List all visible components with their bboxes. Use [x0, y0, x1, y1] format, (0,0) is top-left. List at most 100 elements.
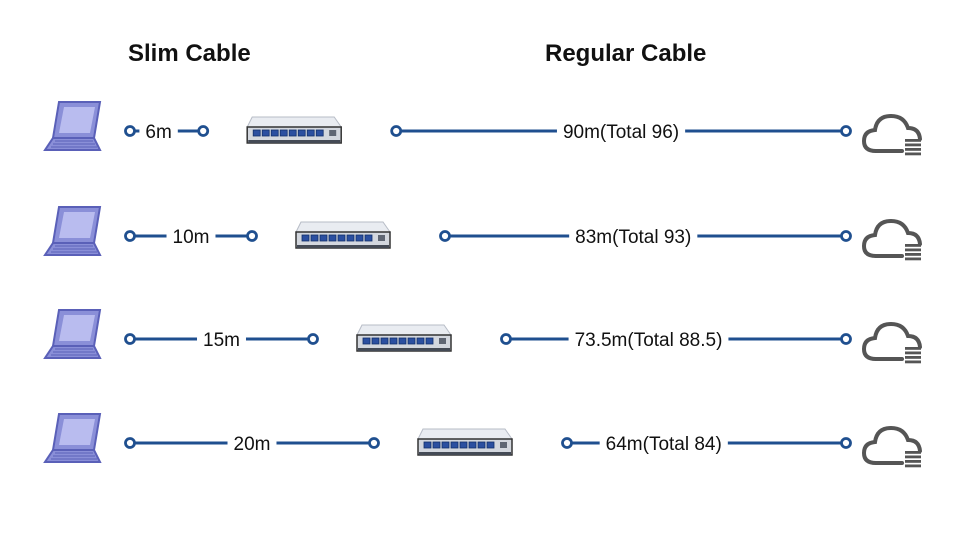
slim-cable-heading: Slim Cable: [128, 40, 251, 67]
switch-port: [416, 337, 425, 345]
network-switch-icon: [417, 428, 513, 456]
switch-base: [419, 452, 511, 455]
switch-port: [389, 337, 398, 345]
server-bar: [905, 148, 921, 151]
switch-port: [380, 337, 389, 345]
regular-cable-connector-end: [840, 125, 852, 137]
slim-cable-connector-end: [307, 333, 319, 345]
switch-top: [417, 428, 513, 440]
cloud-outline: [861, 321, 922, 361]
switch-top: [356, 324, 452, 336]
switch-uplink-port: [439, 338, 446, 344]
switch-port: [301, 234, 310, 242]
server-bar: [905, 248, 921, 252]
cloud-outline: [861, 113, 922, 153]
server-bar: [905, 451, 921, 454]
laptop-icon: [43, 413, 102, 463]
switch-port: [425, 337, 434, 345]
switch-port: [423, 441, 432, 449]
server-bar: [905, 351, 921, 355]
network-switch-icon: [356, 324, 452, 352]
slim-cable-connector-end: [246, 230, 258, 242]
laptop-icon: [43, 206, 102, 256]
switch-port: [441, 441, 450, 449]
switch-port: [270, 129, 279, 137]
regular-cable-label: 83m(Total 93): [575, 227, 691, 248]
server-bar: [905, 360, 921, 364]
cloud-server-icon: [861, 113, 922, 156]
switch-port: [279, 129, 288, 137]
laptop-icon: [43, 309, 102, 359]
slim-cable-connector-start: [124, 333, 136, 345]
server-bar: [905, 143, 921, 147]
server-bar: [905, 356, 921, 359]
cloud-outline: [861, 425, 922, 465]
server-bar: [905, 139, 921, 142]
regular-cable-connector-end: [840, 230, 852, 242]
switch-base: [358, 348, 450, 351]
regular-cable-connector-end: [840, 437, 852, 449]
cloud-server-icon: [861, 321, 922, 364]
regular-cable-connector-end: [840, 333, 852, 345]
switch-port: [310, 234, 319, 242]
switch-port: [346, 234, 355, 242]
network-switch-icon: [295, 221, 391, 249]
switch-port: [407, 337, 416, 345]
switch-port: [261, 129, 270, 137]
server-bar: [905, 253, 921, 256]
slim-cable-label: 6m: [145, 122, 171, 143]
switch-port: [398, 337, 407, 345]
switch-top: [295, 221, 391, 233]
switch-uplink-port: [329, 130, 337, 136]
switch-port: [355, 234, 364, 242]
switch-port: [328, 234, 337, 242]
switch-port: [252, 129, 261, 137]
switch-port: [468, 441, 477, 449]
regular-cable-label: 73.5m(Total 88.5): [575, 330, 723, 351]
switch-port: [319, 234, 328, 242]
slim-cable-label: 10m: [173, 227, 210, 248]
switch-port: [459, 441, 468, 449]
server-bar: [905, 464, 921, 468]
switch-port: [288, 129, 297, 137]
switch-uplink-port: [500, 442, 507, 448]
switch-port: [315, 129, 324, 137]
switch-port: [364, 234, 373, 242]
laptop-screen-glass: [59, 419, 95, 445]
slim-cable-label: 20m: [234, 434, 271, 455]
switch-port: [477, 441, 486, 449]
slim-cable-label: 15m: [203, 330, 240, 351]
switch-uplink-port: [378, 235, 385, 241]
switch-port: [486, 441, 495, 449]
switch-port: [306, 129, 315, 137]
switch-base: [248, 140, 341, 143]
cloud-server-icon: [861, 218, 922, 261]
server-bar: [905, 455, 921, 459]
switch-port: [337, 234, 346, 242]
switch-top: [246, 116, 343, 128]
server-bar: [905, 244, 921, 247]
regular-cable-connector-start: [500, 333, 512, 345]
server-bar: [905, 347, 921, 350]
cloud-server-icon: [861, 425, 922, 468]
switch-port: [297, 129, 306, 137]
slim-cable-connector-start: [124, 230, 136, 242]
laptop-screen-glass: [59, 315, 95, 341]
slim-cable-connector-end: [368, 437, 380, 449]
server-bar: [905, 152, 921, 156]
laptop-screen-glass: [59, 212, 95, 238]
switch-port: [362, 337, 371, 345]
network-switch-icon: [246, 116, 343, 144]
regular-cable-label: 64m(Total 84): [606, 434, 722, 455]
regular-cable-connector-start: [390, 125, 403, 137]
regular-cable-label: 90m(Total 96): [563, 122, 679, 143]
switch-base: [297, 245, 389, 248]
regular-cable-connector-start: [439, 230, 451, 242]
switch-port: [371, 337, 380, 345]
server-bar: [905, 460, 921, 463]
laptop-icon: [43, 101, 102, 151]
regular-cable-connector-start: [561, 437, 573, 449]
slim-cable-connector-end: [197, 125, 210, 137]
switch-port: [432, 441, 441, 449]
